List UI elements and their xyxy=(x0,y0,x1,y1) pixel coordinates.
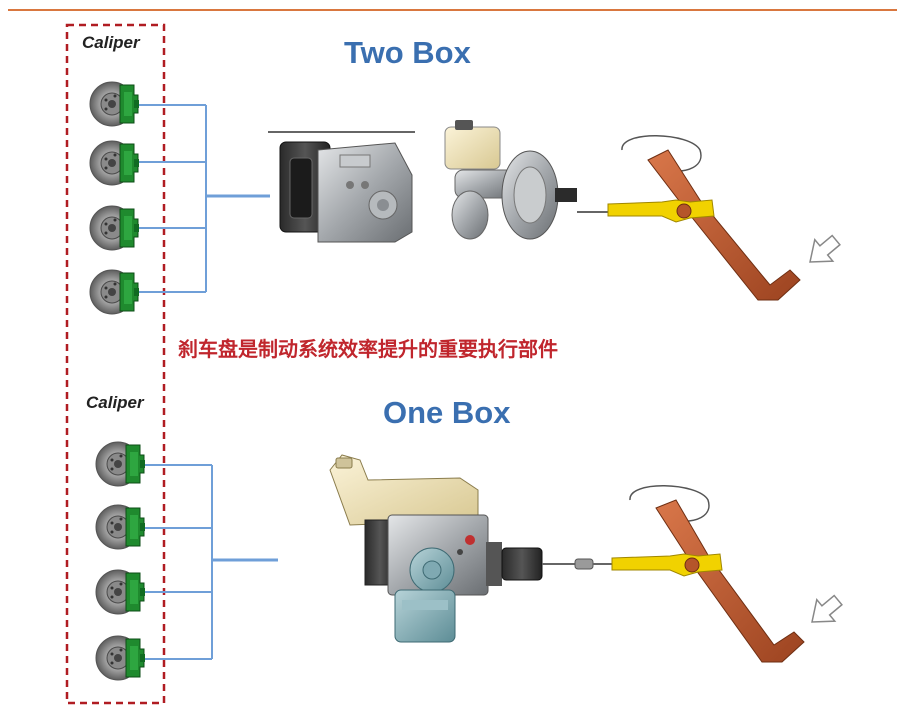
brake-booster-icon xyxy=(444,120,610,240)
brake-disc-icon xyxy=(89,140,140,186)
brake-pedal-icon xyxy=(607,135,801,301)
bottom-wheels xyxy=(95,441,146,681)
brake-disc-icon xyxy=(95,504,146,550)
integrated-brake-unit-icon xyxy=(329,454,612,643)
abs-module-icon xyxy=(268,131,415,243)
top-wheels xyxy=(89,81,140,315)
brake-disc-icon xyxy=(89,205,140,251)
two-box-title: Two Box xyxy=(344,35,471,70)
brake-disc-icon xyxy=(95,569,146,615)
brake-pedal-icon xyxy=(611,485,805,663)
top-connector-lines xyxy=(135,104,270,293)
brake-disc-icon xyxy=(89,269,140,315)
top-caliper-label: Caliper xyxy=(82,33,140,52)
bottom-connector-lines xyxy=(135,464,278,660)
bottom-caliper-label: Caliper xyxy=(86,393,144,412)
caliper-dashed-box xyxy=(65,23,166,705)
brake-disc-icon xyxy=(95,441,146,487)
press-arrow-icon xyxy=(809,234,841,263)
brake-disc-note: 刹车盘是制动系统效率提升的重要执行部件 xyxy=(178,337,558,361)
brake-disc-icon xyxy=(89,81,140,127)
press-arrow-icon xyxy=(811,594,843,623)
one-box-title: One Box xyxy=(383,395,511,430)
brake-disc-icon xyxy=(95,635,146,681)
